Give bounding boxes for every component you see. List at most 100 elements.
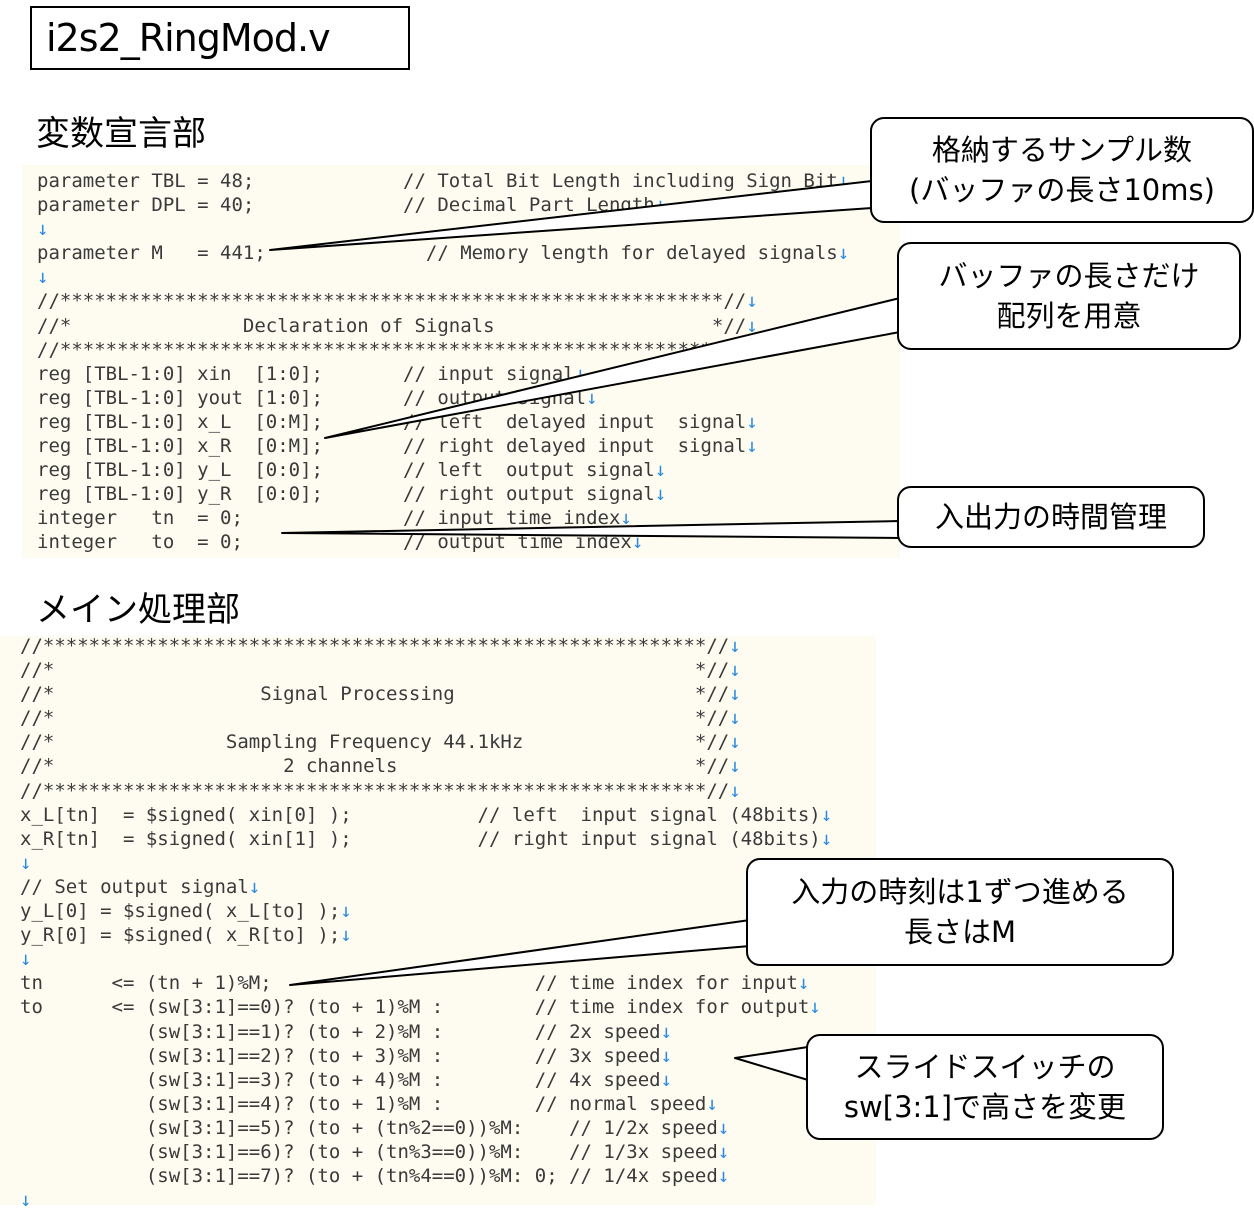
newline-mark-icon: ↓: [729, 635, 741, 657]
callout-buffer-array: バッファの長さだけ 配列を用意: [897, 242, 1241, 350]
code-line: //**************************************…: [20, 635, 741, 657]
newline-mark-icon: ↓: [620, 507, 632, 530]
newline-mark-icon: ↓: [340, 924, 352, 947]
code-line: //* Signal Processing *//↓: [20, 683, 741, 706]
code-line: //* Sampling Frequency 44.1kHz *//↓: [20, 731, 741, 754]
newline-mark-icon: ↓: [20, 1189, 32, 1212]
declarations-code: parameter TBL = 48; // Total Bit Length …: [37, 169, 849, 555]
code-line: parameter TBL = 48; // Total Bit Length …: [37, 170, 850, 192]
newline-mark-icon: ↓: [586, 386, 598, 409]
code-line: reg [TBL-1:0] x_R [0:M]; // right delaye…: [37, 435, 758, 458]
newline-mark-icon: ↓: [746, 410, 758, 433]
code-line: reg [TBL-1:0] y_R [0:0]; // right output…: [37, 483, 667, 506]
callout-buffer-array-line2: 配列を用意: [996, 299, 1142, 333]
code-line: ↓: [20, 947, 832, 971]
newline-mark-icon: ↓: [631, 531, 644, 554]
code-line: integer tn = 0; // input time index↓: [37, 507, 632, 530]
code-line: // Set output signal↓: [20, 875, 261, 898]
newline-mark-icon: ↓: [340, 900, 352, 923]
newline-mark-icon: ↓: [820, 827, 833, 850]
newline-mark-icon: ↓: [37, 218, 49, 241]
code-line: //* Declaration of Signals *//↓: [37, 314, 758, 337]
declarations-code-panel: parameter TBL = 48; // Total Bit Length …: [22, 165, 900, 558]
callout-slide-switch: スライドスイッチの sw[3:1]で高さを変更: [806, 1034, 1164, 1140]
newline-mark-icon: ↓: [746, 290, 758, 313]
code-line: (sw[3:1]==3)? (to + 4)%M : // 4x speed↓: [20, 1068, 673, 1091]
newline-mark-icon: ↓: [706, 1092, 718, 1115]
callout-sample-count-line2: (バッファの長さ10ms): [909, 173, 1215, 207]
code-line: parameter M = 441; // Memory length for …: [37, 242, 850, 265]
callout-time-mgmt: 入出力の時間管理: [897, 486, 1205, 548]
callout-slide-switch-line1: スライドスイッチの: [854, 1050, 1116, 1084]
newline-mark-icon: ↓: [20, 851, 32, 874]
main-processing-heading: メイン処理部: [36, 590, 240, 630]
code-line: to <= (sw[3:1]==0)? (to + 1)%M : // time…: [20, 996, 821, 1019]
code-line: (sw[3:1]==2)? (to + 3)%M : // 3x speed↓: [20, 1044, 673, 1067]
code-line: x_L[tn] = $signed( xin[0] ); // left inp…: [20, 803, 833, 826]
code-line: ↓: [37, 265, 849, 289]
newline-mark-icon: ↓: [746, 314, 758, 337]
newline-mark-icon: ↓: [717, 1140, 730, 1163]
newline-mark-icon: ↓: [660, 1068, 673, 1091]
code-line: parameter DPL = 40; // Decimal Part Leng…: [37, 194, 667, 217]
newline-mark-icon: ↓: [746, 435, 758, 458]
newline-mark-icon: ↓: [729, 755, 741, 778]
newline-mark-icon: ↓: [729, 659, 741, 682]
callout-time-mgmt-line1: 入出力の時間管理: [934, 500, 1167, 534]
code-line: reg [TBL-1:0] xin [1:0]; // input signal…: [37, 362, 587, 385]
callout-input-time-line1: 入力の時刻は1ずつ進める: [791, 875, 1129, 909]
newline-mark-icon: ↓: [20, 948, 32, 971]
code-line: (sw[3:1]==5)? (to + (tn%2==0))%M: // 1/2…: [20, 1116, 730, 1139]
newline-mark-icon: ↓: [717, 1116, 730, 1139]
code-line: //* 2 channels *//↓: [20, 755, 741, 778]
code-line: reg [TBL-1:0] x_L [0:M]; // left delayed…: [37, 410, 758, 433]
newline-mark-icon: ↓: [729, 779, 741, 802]
newline-mark-icon: ↓: [654, 459, 667, 482]
code-line: reg [TBL-1:0] y_L [0:0]; // left output …: [37, 459, 667, 482]
newline-mark-icon: ↓: [654, 483, 667, 506]
callout-input-time: 入力の時刻は1ずつ進める 長さはM: [746, 858, 1174, 966]
code-line: ↓: [20, 851, 832, 875]
newline-mark-icon: ↓: [574, 362, 587, 385]
callout-sample-count-line1: 格納するサンプル数: [931, 133, 1193, 167]
callout-sample-count: 格納するサンプル数 (バッファの長さ10ms): [870, 117, 1254, 223]
callout-input-time-line2: 長さはM: [903, 915, 1017, 949]
code-line: //**************************************…: [20, 779, 741, 802]
file-title: i2s2_RingMod.v: [30, 6, 410, 70]
newline-mark-icon: ↓: [729, 707, 741, 730]
code-line: //* *//↓: [20, 659, 741, 682]
newline-mark-icon: ↓: [809, 996, 821, 1019]
code-line: (sw[3:1]==1)? (to + 2)%M : // 2x speed↓: [20, 1020, 673, 1043]
newline-mark-icon: ↓: [654, 194, 667, 217]
newline-mark-icon: ↓: [746, 338, 758, 361]
newline-mark-icon: ↓: [248, 875, 261, 898]
newline-mark-icon: ↓: [729, 683, 741, 706]
callout-slide-switch-line2: sw[3:1]で高さを変更: [843, 1090, 1127, 1124]
code-line: ↓: [37, 217, 849, 241]
code-line: (sw[3:1]==4)? (to + 1)%M : // normal spe…: [20, 1092, 718, 1115]
main-code-panel: //**************************************…: [0, 635, 876, 1211]
newline-mark-icon: ↓: [837, 170, 850, 192]
code-line: reg [TBL-1:0] yout [1:0]; // output sign…: [37, 386, 598, 409]
code-line: (sw[3:1]==6)? (to + (tn%3==0))%M: // 1/3…: [20, 1140, 730, 1163]
newline-mark-icon: ↓: [37, 266, 49, 289]
code-line: y_L[0] = $signed( x_L[to] );↓: [20, 900, 352, 923]
newline-mark-icon: ↓: [660, 1044, 673, 1067]
code-line: //**************************************…: [37, 338, 758, 361]
code-line: //**************************************…: [37, 290, 758, 313]
code-line: x_R[tn] = $signed( xin[1] ); // right in…: [20, 827, 833, 850]
code-line: tn <= (tn + 1)%M; // time index for inpu…: [20, 972, 810, 995]
newline-mark-icon: ↓: [837, 242, 850, 265]
newline-mark-icon: ↓: [717, 1165, 730, 1188]
code-line: (sw[3:1]==7)? (to + (tn%4==0))%M: 0; // …: [20, 1165, 730, 1188]
newline-mark-icon: ↓: [660, 1020, 673, 1043]
code-line: y_R[0] = $signed( x_R[to] );↓: [20, 924, 352, 947]
newline-mark-icon: ↓: [820, 803, 833, 826]
callout-buffer-array-line1: バッファの長さだけ: [938, 259, 1200, 293]
code-line: ↓: [20, 1188, 832, 1212]
main-code: //**************************************…: [20, 634, 832, 1212]
newline-mark-icon: ↓: [797, 972, 810, 995]
code-line: integer to = 0; // output time index↓: [37, 531, 644, 554]
newline-mark-icon: ↓: [729, 731, 741, 754]
declarations-heading: 変数宣言部: [36, 114, 206, 154]
